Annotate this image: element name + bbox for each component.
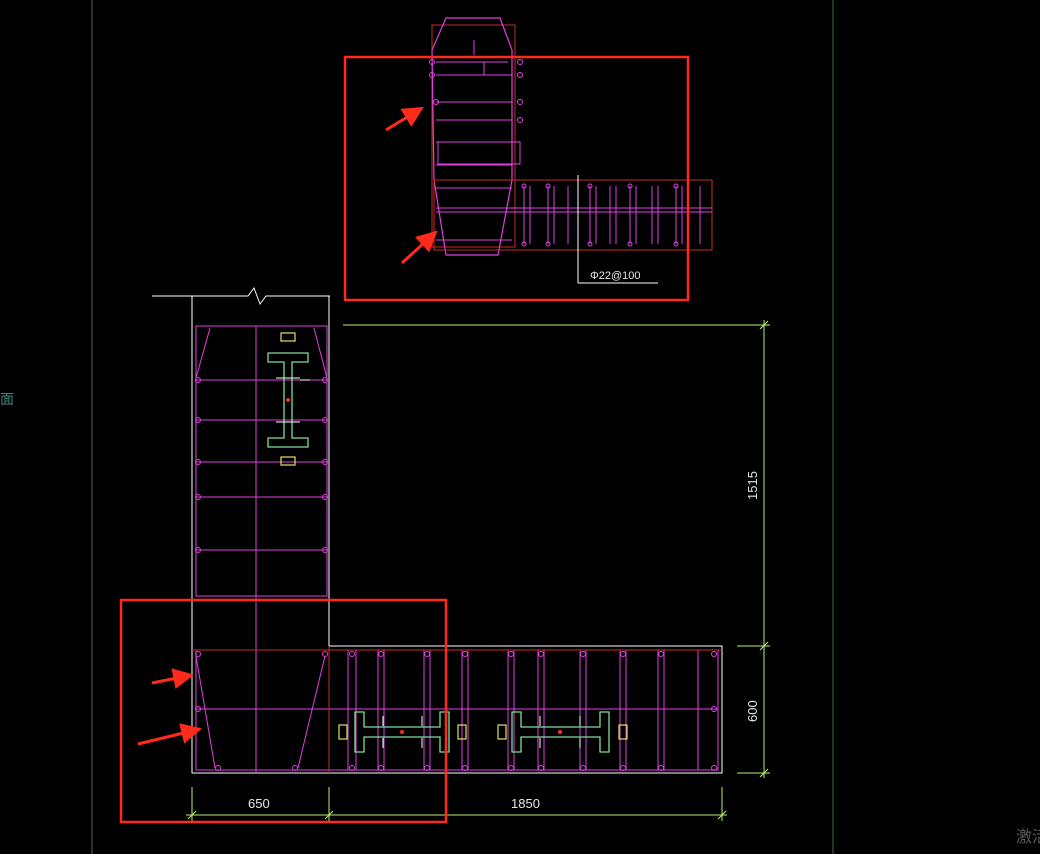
steel-centre-mark-vertical xyxy=(286,398,290,402)
steel-studs-horizontal xyxy=(382,716,581,748)
steel-section-vertical xyxy=(267,352,309,448)
l-wall-outline xyxy=(152,286,723,774)
steel-section-vertical-plates xyxy=(280,332,296,466)
side-label: 面 xyxy=(0,391,14,407)
dimension-height-upper: 1515 xyxy=(745,471,760,500)
rebar-note: Φ22@100 xyxy=(590,270,641,282)
dimension-width-left: 650 xyxy=(248,796,270,811)
dimension-width-right: 1850 xyxy=(511,796,540,811)
steel-centre-mark-h1 xyxy=(400,730,404,734)
horizontal-leg-rebar xyxy=(195,649,719,771)
section-red-lines xyxy=(192,646,722,773)
horizontal-leg-hooks xyxy=(195,651,717,771)
steel-section-vertical-studs xyxy=(276,377,310,423)
highlight-box-upper[interactable] xyxy=(343,55,690,302)
steel-section-horizontal-2 xyxy=(511,711,610,753)
steel-plates-horizontal xyxy=(338,724,628,740)
activation-watermark: 激活 xyxy=(1016,828,1040,846)
dimension-lines xyxy=(186,320,770,821)
viewport-frame xyxy=(91,0,834,854)
red-arrow-icon xyxy=(385,106,424,132)
upper-detail: Φ22@100 xyxy=(429,17,713,284)
red-arrow-icon xyxy=(137,723,203,746)
red-arrow-icon xyxy=(151,668,195,690)
dimension-height-lower: 600 xyxy=(745,700,760,722)
red-arrow-icon xyxy=(400,230,438,265)
steel-section-horizontal-1 xyxy=(354,711,450,753)
vertical-leg-hooks xyxy=(195,377,328,553)
highlight-box-lower[interactable] xyxy=(119,598,448,824)
steel-centre-mark-h2 xyxy=(558,730,562,734)
vertical-leg-rebar xyxy=(195,325,328,773)
